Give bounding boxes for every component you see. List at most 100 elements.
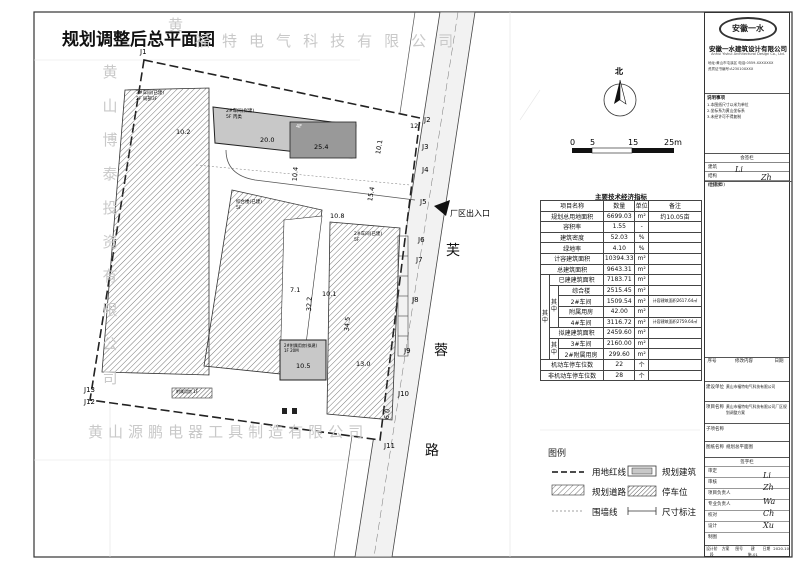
point-j3: J3 — [422, 143, 429, 151]
footer-row: 设计阶段 方案 图号 建施-01 日期 2020.10 — [705, 545, 789, 557]
bg-text-left-company: 黄山博泰投资有限公司 — [102, 63, 118, 387]
approval-signature: Li — [735, 165, 743, 174]
road-centerline — [373, 11, 459, 558]
point-j12: J12 — [84, 398, 95, 406]
north-arrow — [603, 79, 637, 117]
scale-label-25: 25m — [664, 138, 682, 147]
scale-label-5: 5 — [590, 138, 596, 147]
parking-stalls — [397, 235, 409, 357]
dim-label: 13.0 — [356, 360, 371, 368]
seal-label: (出图章) — [705, 181, 792, 192]
bg-text-bottom-company: 黄山源鹏电器工具制造有限公司 — [88, 423, 369, 441]
point-j9: J9 — [404, 347, 411, 355]
sign-signature: Li — [763, 471, 771, 480]
road-label-1: 芙 — [446, 243, 460, 259]
distance-label: 6.0 — [382, 408, 392, 420]
point-j6: J6 — [418, 236, 425, 244]
dim-label: 10.8 — [330, 212, 345, 220]
approval-signature: Zh — [761, 173, 772, 182]
point-j7: J7 — [416, 256, 423, 264]
label-building-2-planned: 2#车间(拟建) 5F 丙类 — [226, 109, 255, 120]
dim-label: 34.5 — [342, 316, 352, 332]
bg-text-top-partial: 黄 — [168, 16, 195, 34]
project-row: 项目名称 黄山市福特电气科技有限公司厂区规划调整方案 — [705, 401, 789, 424]
dim-label: 10.1 — [322, 290, 337, 298]
dim-label: 20.0 — [260, 136, 275, 144]
entrance-arrow — [434, 200, 450, 216]
company-license: 资质证书编号:A23010XXXX — [708, 67, 754, 71]
legend-label-parking: 停车位 — [662, 488, 688, 498]
road-label-2: 蓉 — [434, 343, 448, 359]
sign-signature: Xu — [763, 521, 774, 530]
approval-section: 会签栏 建筑 结构 给排水 — [705, 153, 789, 198]
legend-label-planned-building: 规划建筑 — [662, 468, 697, 478]
point-j5: J5 — [420, 198, 427, 206]
bg-text-top-company: 福特电气科技有限公司 — [195, 32, 466, 50]
gate-post — [282, 408, 287, 414]
sheet-border — [33, 11, 793, 558]
building-annex-planned — [279, 339, 327, 381]
subproject-row: 子项名称 — [705, 423, 789, 442]
dim-label: 7.1 — [290, 286, 301, 294]
gate-post — [292, 408, 297, 414]
dim-label: 10.2 — [176, 128, 191, 136]
point-j8: J8 — [412, 296, 419, 304]
legend-title: 图例 — [548, 449, 567, 459]
dim-label: 10.5 — [296, 362, 311, 370]
point-j1: J1 — [140, 48, 147, 56]
point-j11: J11 — [384, 442, 395, 450]
client-row: 建设单位 黄山市福特电气科技有限公司 — [705, 381, 789, 402]
scale-label-0: 0 — [570, 138, 576, 147]
road-label-3: 路 — [425, 443, 439, 459]
point-j2: J2 — [424, 116, 431, 124]
title-block: 安徽一水 安徽一水建筑设计有限公司 Anhui Yishui Architect… — [704, 12, 792, 557]
north-label: 北 — [615, 67, 623, 76]
page-title: 规划调整后总平面图 — [62, 30, 215, 50]
building-2-workshop — [326, 221, 401, 421]
context-grid — [34, 12, 700, 557]
label-4f: 4F — [296, 124, 303, 130]
point-j4: J4 — [422, 166, 429, 174]
dim-label: 32.2 — [304, 296, 314, 312]
sign-signature: Ch — [763, 509, 775, 518]
legend-label-planned-road: 规划道路 — [592, 488, 627, 498]
legend-label-wall: 围墙线 — [592, 508, 618, 518]
label-annex-planned: 2#附属用房(拟建) 1F 20M — [284, 343, 318, 353]
point-j10: J10 — [398, 390, 409, 398]
dim-label: 25.4 — [314, 143, 329, 151]
building-4f-block — [289, 121, 357, 159]
sign-signature: Wa — [763, 497, 776, 506]
scale-label-15: 15 — [628, 138, 639, 147]
scale-bar — [572, 147, 674, 154]
label-office: 综合楼(已建) 5F — [236, 200, 263, 211]
legend-symbols — [551, 465, 657, 515]
label-building-2: 2#车间(已建) 5F — [354, 232, 383, 243]
building-3-workshop — [101, 87, 210, 376]
label-annex: 附属用房 1F — [176, 389, 199, 394]
revision-header: 序号 修改内容 日期 — [705, 357, 789, 370]
sign-signature: Zh — [763, 483, 774, 492]
company-logo: 安徽一水 — [719, 17, 777, 41]
internal-road — [225, 149, 416, 201]
distance-label: 10.4 — [290, 166, 300, 182]
legend-label-dimension: 尺寸标注 — [662, 508, 697, 518]
tech-table-title: 主要技术经济指标 — [595, 193, 647, 201]
company-name: 安徽一水建筑设计有限公司 — [709, 45, 787, 53]
company-name-en: Anhui Yishui Architectural Design Co., L… — [711, 52, 785, 56]
